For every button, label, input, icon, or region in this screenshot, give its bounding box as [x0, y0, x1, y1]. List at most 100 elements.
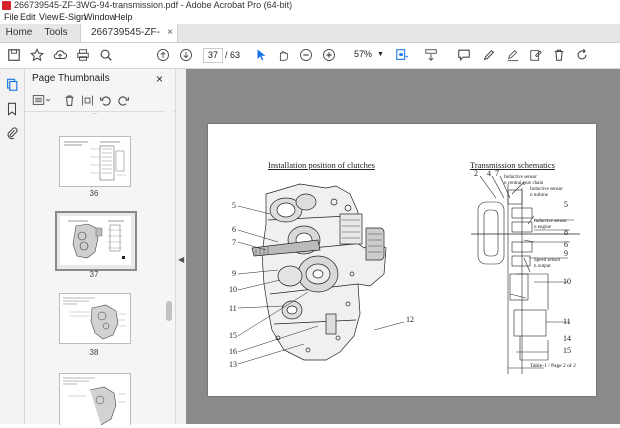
panel-collapse-handle[interactable]: ◀: [175, 69, 187, 424]
save-icon[interactable]: [6, 47, 22, 63]
chevron-down-icon: ▼: [377, 51, 384, 58]
callout-13: 13: [229, 360, 237, 369]
undo-icon[interactable]: [97, 92, 113, 108]
bookmarks-icon[interactable]: [4, 101, 20, 117]
clutch-installation-drawing: [237, 183, 405, 365]
menu-bar: File Edit View E-Sign Window Help: [0, 11, 620, 24]
print-icon[interactable]: [75, 47, 91, 63]
schematic-callout-5: 5: [564, 200, 568, 209]
title-bar: 266739545-ZF-3WG-94-transmission.pdf - A…: [0, 0, 620, 11]
thumbnails-scrollbar-thumb[interactable]: [166, 301, 172, 321]
panel-toolbar: [25, 89, 175, 112]
schematic-callout-11: 11: [563, 317, 571, 326]
menu-file[interactable]: File: [4, 12, 19, 22]
schematic-callout-8: 8: [564, 228, 568, 237]
thumbnail-39-drawing: [63, 377, 126, 426]
sensor-label-central-gear-chain: Inductive sensor n central gear chain: [504, 175, 544, 186]
thumbnail-page-37-selected[interactable]: [55, 211, 137, 271]
comment-icon[interactable]: [456, 47, 472, 63]
thumbnail-label-38: 38: [89, 348, 99, 357]
fit-page-icon[interactable]: [394, 47, 410, 63]
window-title: 266739545-ZF-3WG-94-transmission.pdf - A…: [14, 0, 293, 10]
callout-10: 10: [229, 285, 237, 294]
highlight-pen-icon[interactable]: [481, 47, 497, 63]
tab-home[interactable]: Home: [5, 27, 33, 38]
edit-pdf-icon[interactable]: [528, 47, 544, 63]
page-title-schematics: Transmission schematics: [470, 160, 555, 170]
fill-sign-icon[interactable]: [505, 47, 521, 63]
thumbnail-label-partial: ··: [93, 111, 97, 117]
schematic-callout-9: 9: [564, 249, 568, 258]
tab-tools[interactable]: Tools: [44, 27, 68, 38]
sensor-label-engine: Inductive sensor n engine: [534, 219, 567, 230]
thumbnail-page-39-partial[interactable]: [59, 373, 131, 426]
schematic-callout-14: 14: [563, 334, 571, 343]
page-title-clutches: Installation position of clutches: [268, 160, 375, 170]
tab-close-icon[interactable]: ×: [167, 27, 173, 38]
hand-tool-icon[interactable]: [275, 47, 291, 63]
panel-header: Page Thumbnails ×: [25, 69, 175, 89]
callout-9: 9: [232, 269, 236, 278]
attachments-icon[interactable]: [4, 125, 20, 141]
tab-document[interactable]: 266739545-ZF-3WG... ×: [80, 24, 178, 56]
callout-12: 12: [406, 315, 414, 324]
panel-close-icon[interactable]: ×: [156, 72, 164, 86]
menu-edit[interactable]: Edit: [20, 12, 36, 22]
schematic-callout-10: 10: [563, 277, 571, 286]
menu-esign[interactable]: E-Sign: [59, 12, 87, 22]
schematic-callout-2: 2: [474, 169, 478, 178]
thumbnail-options-icon[interactable]: [31, 92, 53, 108]
zoom-level-value: 57%: [354, 49, 373, 59]
callout-15: 15: [229, 331, 237, 340]
tab-bar: Home Tools 266739545-ZF-3WG... ×: [0, 24, 620, 56]
callout-11: 11: [229, 304, 237, 313]
panel-title: Page Thumbnails: [32, 73, 110, 84]
sensor-label-output: Speed sensor n output: [534, 258, 561, 269]
zoom-in-icon[interactable]: [321, 47, 337, 63]
select-cursor-icon[interactable]: [253, 47, 269, 63]
callout-6: 6: [232, 225, 236, 234]
thumbnail-label-36: 36: [89, 189, 99, 198]
menu-view[interactable]: View: [39, 12, 59, 22]
cloud-upload-icon[interactable]: [52, 47, 68, 63]
callout-5: 5: [232, 201, 236, 210]
thumbnail-37-drawing: [60, 216, 131, 265]
schematic-callout-4: 4: [487, 169, 491, 178]
schematic-callout-15: 15: [563, 346, 571, 355]
callout-7: 7: [232, 238, 236, 247]
page-number-input[interactable]: 37: [203, 48, 223, 63]
menu-help[interactable]: Help: [114, 12, 133, 22]
callout-16: 16: [229, 347, 237, 356]
transmission-schematic-drawing: [471, 175, 580, 374]
thumbnail-38-drawing: [63, 297, 126, 340]
next-page-icon[interactable]: [178, 47, 194, 63]
page-footer: Table-1 / Page 2 of 2: [530, 363, 576, 369]
menu-window[interactable]: Window: [84, 12, 117, 22]
zoom-out-icon[interactable]: [298, 47, 314, 63]
thumbnails-scrollbar[interactable]: [165, 111, 173, 424]
schematic-callout-6: 6: [564, 240, 568, 249]
left-navigation-strip: [0, 69, 25, 424]
thumbnail-page-38[interactable]: [59, 293, 131, 344]
zoom-level-select[interactable]: 57% ▼: [346, 48, 386, 61]
page-thumbnails-panel: Page Thumbnails × ·· 36: [25, 69, 175, 426]
bookmark-star-icon[interactable]: [29, 47, 45, 63]
previous-page-icon[interactable]: [155, 47, 171, 63]
rotate-icon[interactable]: [574, 47, 590, 63]
total-pages: / 63: [225, 50, 241, 60]
acrobat-app-icon: [2, 1, 11, 10]
thumbnail-36-drawing: [64, 141, 126, 181]
scroll-mode-icon[interactable]: [423, 47, 439, 63]
redo-icon[interactable]: [115, 92, 131, 108]
delete-icon[interactable]: [551, 47, 567, 63]
thumbnail-page-36[interactable]: [59, 136, 131, 187]
extract-page-icon[interactable]: [79, 92, 95, 108]
toolbar: 37 / 63 57% ▼: [0, 43, 620, 69]
sensor-label-turbine: Inductive sensor n turbine: [530, 187, 563, 198]
document-view[interactable]: Installation position of clutches Transm…: [186, 69, 620, 424]
page-thumbnails-icon[interactable]: [4, 77, 20, 93]
thumbnail-label-37: 37: [89, 270, 99, 279]
pdf-page: Installation position of clutches Transm…: [208, 124, 596, 396]
zoom-search-icon[interactable]: [98, 47, 114, 63]
delete-page-icon[interactable]: [61, 92, 77, 108]
